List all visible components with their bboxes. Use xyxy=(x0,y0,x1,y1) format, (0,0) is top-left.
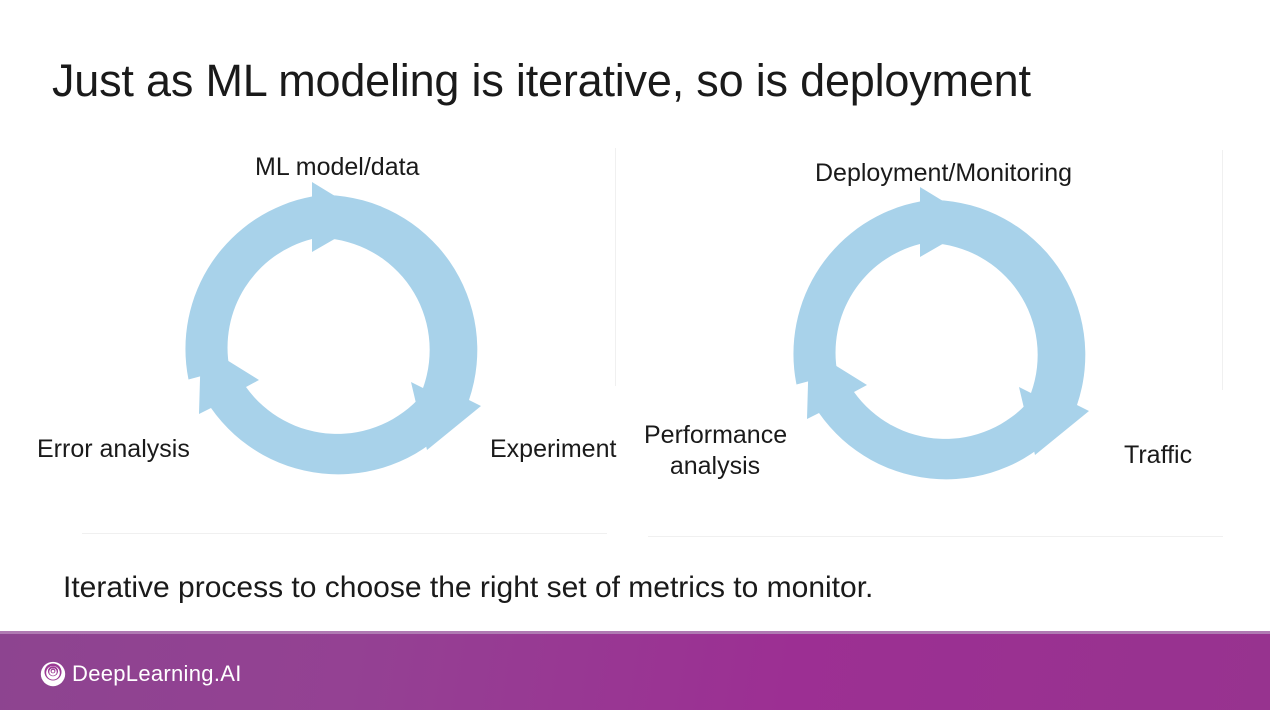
cycle-arrow-segment-bottom xyxy=(807,349,1064,480)
cycle-arrow-segment-bottom xyxy=(199,344,456,475)
footer-bar: DeepLearning.AI xyxy=(0,631,1270,710)
deployment-cycle-diagram xyxy=(783,187,1113,517)
cycle-label-traffic: Traffic xyxy=(1124,441,1193,469)
image-seam-vertical-left xyxy=(615,148,616,386)
cycle-label-experiment: Experiment xyxy=(490,435,617,463)
image-seam-horizontal-left xyxy=(82,533,607,534)
page-title: Just as ML modeling is iterative, so is … xyxy=(52,55,1031,106)
cycle-label-error-analysis: Error analysis xyxy=(37,435,190,463)
cycle-arrow-segment-right xyxy=(322,195,481,450)
cycle-label-performance-analysis: Performance analysis xyxy=(644,420,788,482)
deeplearning-spiral-logo-icon xyxy=(40,661,66,687)
brand-name: DeepLearning.AI xyxy=(72,661,242,686)
ml-development-cycle-diagram xyxy=(175,182,505,512)
cycle-label-performance-analysis-line1: Performance xyxy=(644,421,788,449)
cycle-arrow-segment-right xyxy=(930,200,1089,455)
image-seam-vertical-right xyxy=(1222,150,1223,390)
cycle-label-performance-analysis-line2: analysis xyxy=(669,452,761,480)
slide-caption: Iterative process to choose the right se… xyxy=(63,571,874,604)
cycle-label-deployment-monitoring: Deployment/Monitoring xyxy=(815,159,1073,187)
brand-lockup: DeepLearning.AI xyxy=(40,661,242,687)
cycle-label-ml-model-data: ML model/data xyxy=(255,153,420,181)
image-seam-horizontal-right xyxy=(648,536,1223,537)
